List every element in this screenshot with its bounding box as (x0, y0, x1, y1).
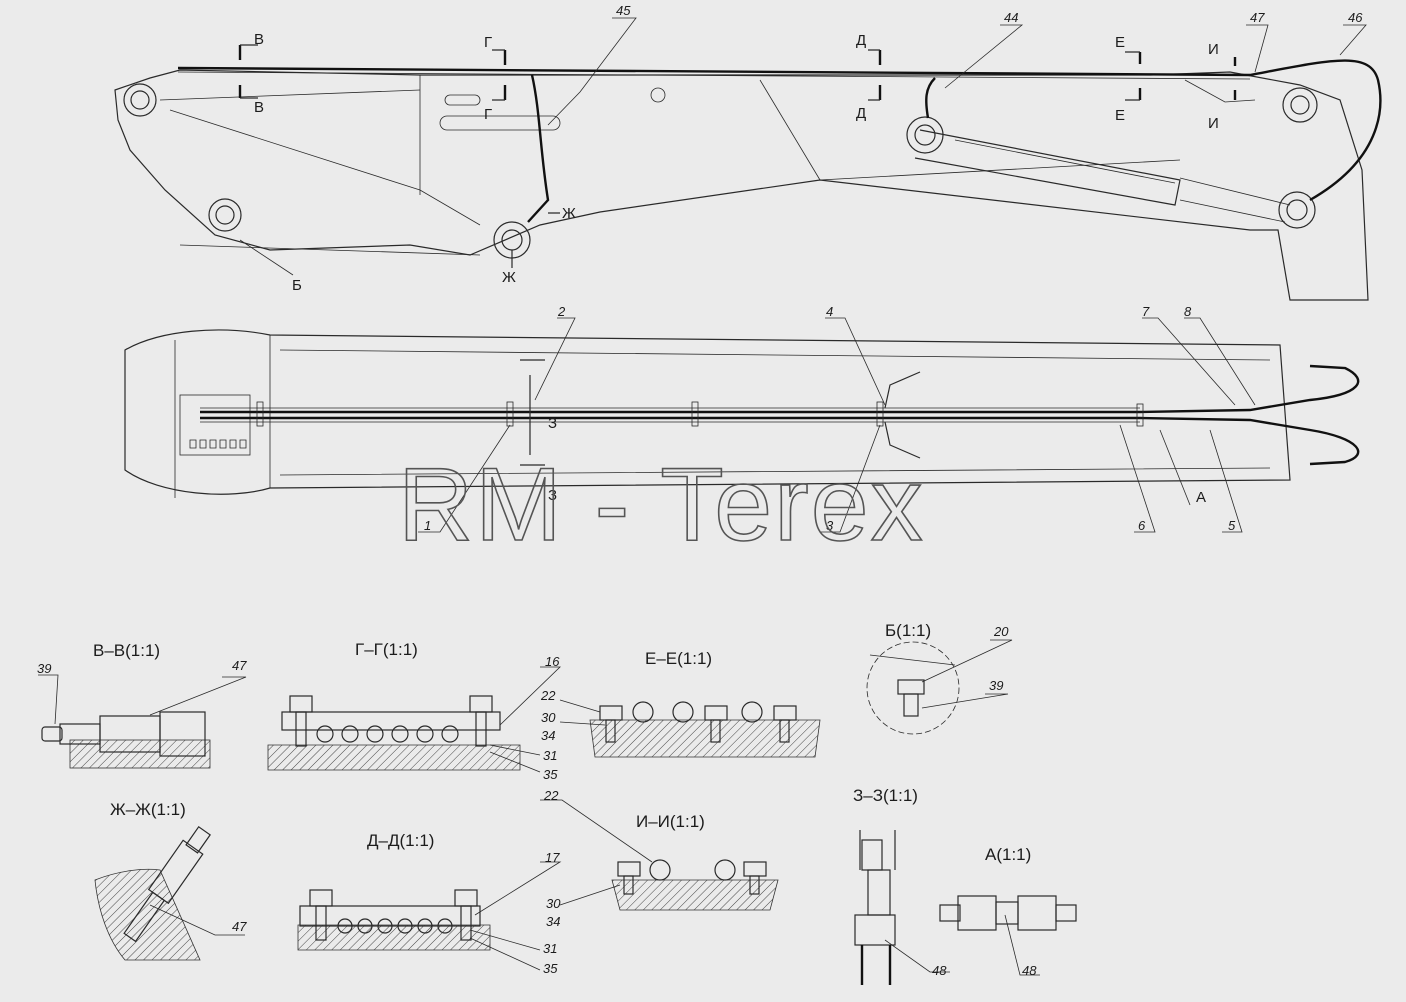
part-number-7: 7 (1142, 304, 1150, 319)
part-number-1: 1 (424, 518, 431, 533)
section-mark-d2: Д (856, 105, 866, 122)
boom-plan-view: 2 4 7 8 1 3 6 5 З З А (124, 304, 1360, 533)
section-dd: Д–Д(1:1) 17 31 35 (297, 831, 562, 976)
section-title-ii: И–И(1:1) (636, 812, 705, 831)
section-zhzh-part-47: 47 (232, 919, 247, 934)
part-number-44: 44 (1004, 10, 1018, 25)
leader-lines-top (239, 17, 1367, 276)
part-number-2: 2 (557, 304, 566, 319)
section-zz: З–З(1:1) 48 (853, 786, 950, 985)
section-vv-part-39: 39 (37, 661, 51, 676)
part-number-4: 4 (826, 304, 833, 319)
section-mark-z2: З (548, 487, 557, 504)
view-a: А(1:1) 48 (939, 845, 1077, 978)
section-title-vv: В–В(1:1) (93, 641, 160, 660)
part-number-47: 47 (1250, 10, 1265, 25)
section-ii-part-30: 30 (546, 896, 561, 911)
view-a-part-48: 48 (1022, 963, 1037, 978)
part-number-6: 6 (1138, 518, 1146, 533)
section-ii-part-34: 34 (546, 914, 560, 929)
view-b-part-20: 20 (993, 624, 1009, 639)
section-gg-part-31: 31 (543, 748, 557, 763)
view-mark-b: Б (292, 277, 302, 294)
connector-ports (189, 439, 247, 449)
section-title-gg: Г–Г(1:1) (355, 640, 418, 659)
view-b-part-39: 39 (989, 678, 1003, 693)
part-number-8: 8 (1184, 304, 1192, 319)
watermark: RM - Terex (398, 447, 925, 563)
section-gg-part-16: 16 (545, 654, 560, 669)
section-title-ee: Е–Е(1:1) (645, 649, 712, 668)
section-markers-top (238, 44, 1237, 268)
section-ee-part-30: 30 (541, 710, 556, 725)
section-dd-part-31: 31 (543, 941, 557, 956)
section-mark-g1: Г (484, 34, 492, 51)
view-title-b: Б(1:1) (885, 621, 931, 640)
section-mark-v1: В (254, 31, 264, 48)
leader-lines-plan (418, 317, 1256, 533)
section-mark-z1: З (548, 415, 557, 432)
part-number-5: 5 (1228, 518, 1236, 533)
section-dd-part-17: 17 (545, 850, 560, 865)
section-mark-e2: Е (1115, 107, 1125, 124)
gg-tubes (316, 725, 459, 743)
section-gg-part-35: 35 (543, 767, 558, 782)
view-b: Б(1:1) 20 39 (866, 621, 1013, 735)
dd-tubes (337, 918, 453, 934)
part-number-46: 46 (1348, 10, 1363, 25)
section-title-zz: З–З(1:1) (853, 786, 918, 805)
view-title-a: А(1:1) (985, 845, 1031, 864)
section-mark-v2: В (254, 99, 264, 116)
section-zhzh: Ж–Ж(1:1) 47 (94, 800, 247, 961)
section-vv: В–В(1:1) 39 47 (37, 641, 247, 769)
section-ee-part-22: 22 (540, 688, 556, 703)
section-mark-d1: Д (856, 32, 866, 49)
section-ii: И–И(1:1) 22 30 34 (540, 788, 779, 929)
boom-side-view: В В Г Г Д Д Е Е И И Ж Ж Б 45 44 47 46 (114, 3, 1382, 301)
section-mark-e1: Е (1115, 34, 1125, 51)
section-dd-part-35: 35 (543, 961, 558, 976)
section-title-zhzh: Ж–Ж(1:1) (110, 800, 186, 819)
section-vv-part-47: 47 (232, 658, 247, 673)
section-mark-zh1: Ж (562, 205, 576, 222)
section-ii-part-22: 22 (543, 788, 559, 803)
part-number-45: 45 (616, 3, 631, 18)
section-ee: Е–Е(1:1) 22 30 34 (540, 649, 821, 758)
section-gg: Г–Г(1:1) 16 31 35 (267, 640, 561, 782)
part-number-3: 3 (826, 518, 834, 533)
section-mark-g2: Г (484, 106, 492, 123)
section-zz-part-48: 48 (932, 963, 947, 978)
section-mark-zh2: Ж (502, 269, 516, 286)
section-mark-i2: И (1208, 115, 1219, 132)
section-ee-part-34: 34 (541, 728, 555, 743)
section-mark-i1: И (1208, 41, 1219, 58)
section-title-dd: Д–Д(1:1) (367, 831, 434, 850)
view-mark-a: А (1196, 489, 1206, 506)
